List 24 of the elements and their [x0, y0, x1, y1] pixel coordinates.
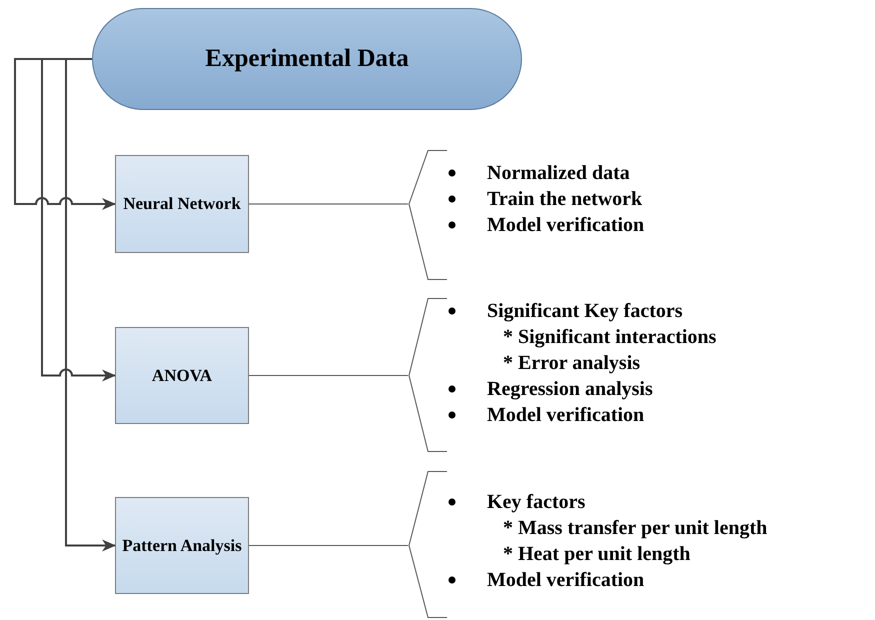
list-item-text: * Error analysis: [503, 351, 640, 376]
box-label: Neural Network: [123, 193, 241, 215]
connector: [248, 545, 408, 546]
box-label: Pattern Analysis: [122, 534, 242, 556]
list-item-text: Significant Key factors: [487, 299, 683, 324]
title-text: Experimental Data: [205, 44, 409, 74]
list-item-text: Model verification: [487, 403, 644, 428]
process-box: [115, 155, 249, 253]
list-item-text: * Mass transfer per unit length: [503, 516, 768, 541]
list-item-text: Train the network: [487, 187, 642, 212]
list-item-text: Key factors: [487, 490, 586, 515]
list-item-text: Normalized data: [487, 161, 630, 186]
list-item-text: * Significant interactions: [503, 325, 716, 350]
connector: [65, 58, 116, 552]
list-item-text: Regression analysis: [487, 377, 653, 402]
connector: [14, 58, 116, 210]
connector: [248, 375, 408, 376]
box-label: ANOVA: [152, 364, 212, 386]
connector: [41, 58, 116, 382]
list-item-text: Model verification: [487, 568, 644, 593]
list-item-text: * Heat per unit length: [503, 542, 690, 567]
list-item-text: Model verification: [487, 213, 644, 238]
process-box: [115, 327, 249, 424]
process-box: [115, 497, 249, 594]
